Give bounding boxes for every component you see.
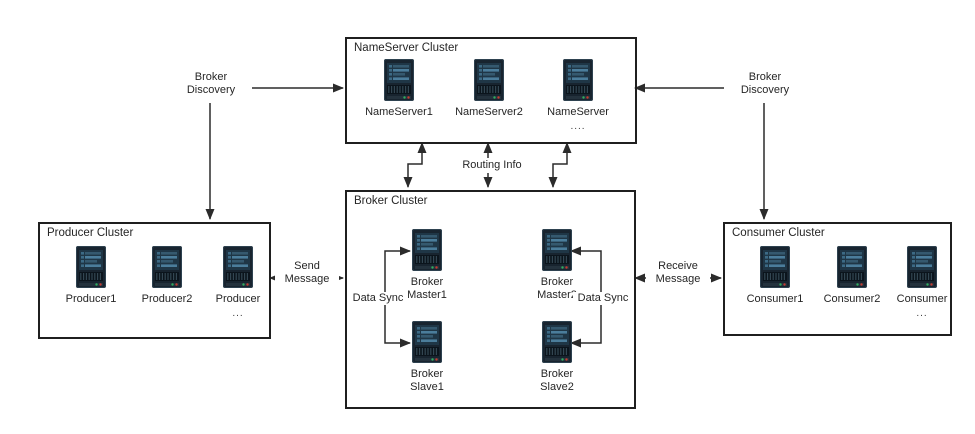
producer-cluster-title: Producer Cluster: [47, 227, 134, 239]
ellipsis-text: ...: [232, 307, 244, 319]
edge-label-broker-discovery-left: Broker Discovery: [170, 71, 252, 97]
node-producer-more: Producer ...: [193, 246, 283, 319]
server-icon: [907, 246, 937, 288]
nameserver-cluster-title: NameServer Cluster: [354, 42, 459, 54]
server-icon: [152, 246, 182, 288]
server-icon: [760, 246, 790, 288]
broker-cluster-box: Broker Cluster: [345, 190, 636, 409]
server-icon: [76, 246, 106, 288]
node-consumer-more: Consumer ...: [877, 246, 967, 319]
node-nameserver1: NameServer1: [354, 59, 444, 119]
server-icon: [542, 321, 572, 363]
node-label: NameServer: [547, 106, 609, 118]
consumer-cluster-box: Consumer Cluster: [723, 222, 952, 336]
node-label: Producer2: [141, 293, 193, 305]
server-icon: [542, 229, 572, 271]
server-icon: [412, 321, 442, 363]
node-broker-master2: Broker Master2: [512, 229, 602, 302]
node-label: Broker Slave2: [540, 368, 574, 393]
edge-label-receive-message: Receive Message: [646, 260, 710, 286]
node-producer2: Producer2: [122, 246, 212, 306]
node-label: Consumer1: [746, 293, 804, 305]
node-label: Broker Master1: [407, 276, 447, 301]
edge-label-broker-discovery-right: Broker Discovery: [724, 71, 806, 97]
edge-label-data-sync-left: Data Sync: [348, 292, 408, 305]
node-broker-slave1: Broker Slave1: [382, 321, 472, 394]
node-label: Consumer2: [823, 293, 881, 305]
edge-label-data-sync-right: Data Sync: [573, 292, 633, 305]
consumer-cluster-title: Consumer Cluster: [732, 227, 825, 239]
ellipsis-text: ...: [916, 307, 928, 319]
node-label: Broker Slave1: [410, 368, 444, 393]
server-icon: [563, 59, 593, 101]
node-nameserver2: NameServer2: [444, 59, 534, 119]
node-label: NameServer1: [365, 106, 433, 118]
ellipsis-text: ....: [570, 120, 586, 132]
server-icon: [223, 246, 253, 288]
edge-label-send-message: Send Message: [275, 260, 339, 286]
edge-ns-broker-right-zigzag: [548, 142, 572, 188]
node-broker-slave2: Broker Slave2: [512, 321, 602, 394]
edge-ns-broker-left-zigzag: [403, 142, 427, 188]
edge-label-routing-info: Routing Info: [449, 159, 535, 172]
server-icon: [384, 59, 414, 101]
server-icon: [412, 229, 442, 271]
node-label: Consumer: [896, 293, 948, 305]
node-nameserver-more: NameServer ....: [533, 59, 623, 132]
server-icon: [837, 246, 867, 288]
node-consumer1: Consumer1: [730, 246, 820, 306]
node-broker-master1: Broker Master1: [382, 229, 472, 302]
server-icon: [474, 59, 504, 101]
node-label: Producer1: [65, 293, 117, 305]
node-producer1: Producer1: [46, 246, 136, 306]
node-consumer2: Consumer2: [807, 246, 897, 306]
broker-cluster-title: Broker Cluster: [354, 195, 428, 207]
node-label: NameServer2: [455, 106, 523, 118]
node-label: Producer: [215, 293, 261, 305]
node-label: Broker Master2: [537, 276, 577, 301]
